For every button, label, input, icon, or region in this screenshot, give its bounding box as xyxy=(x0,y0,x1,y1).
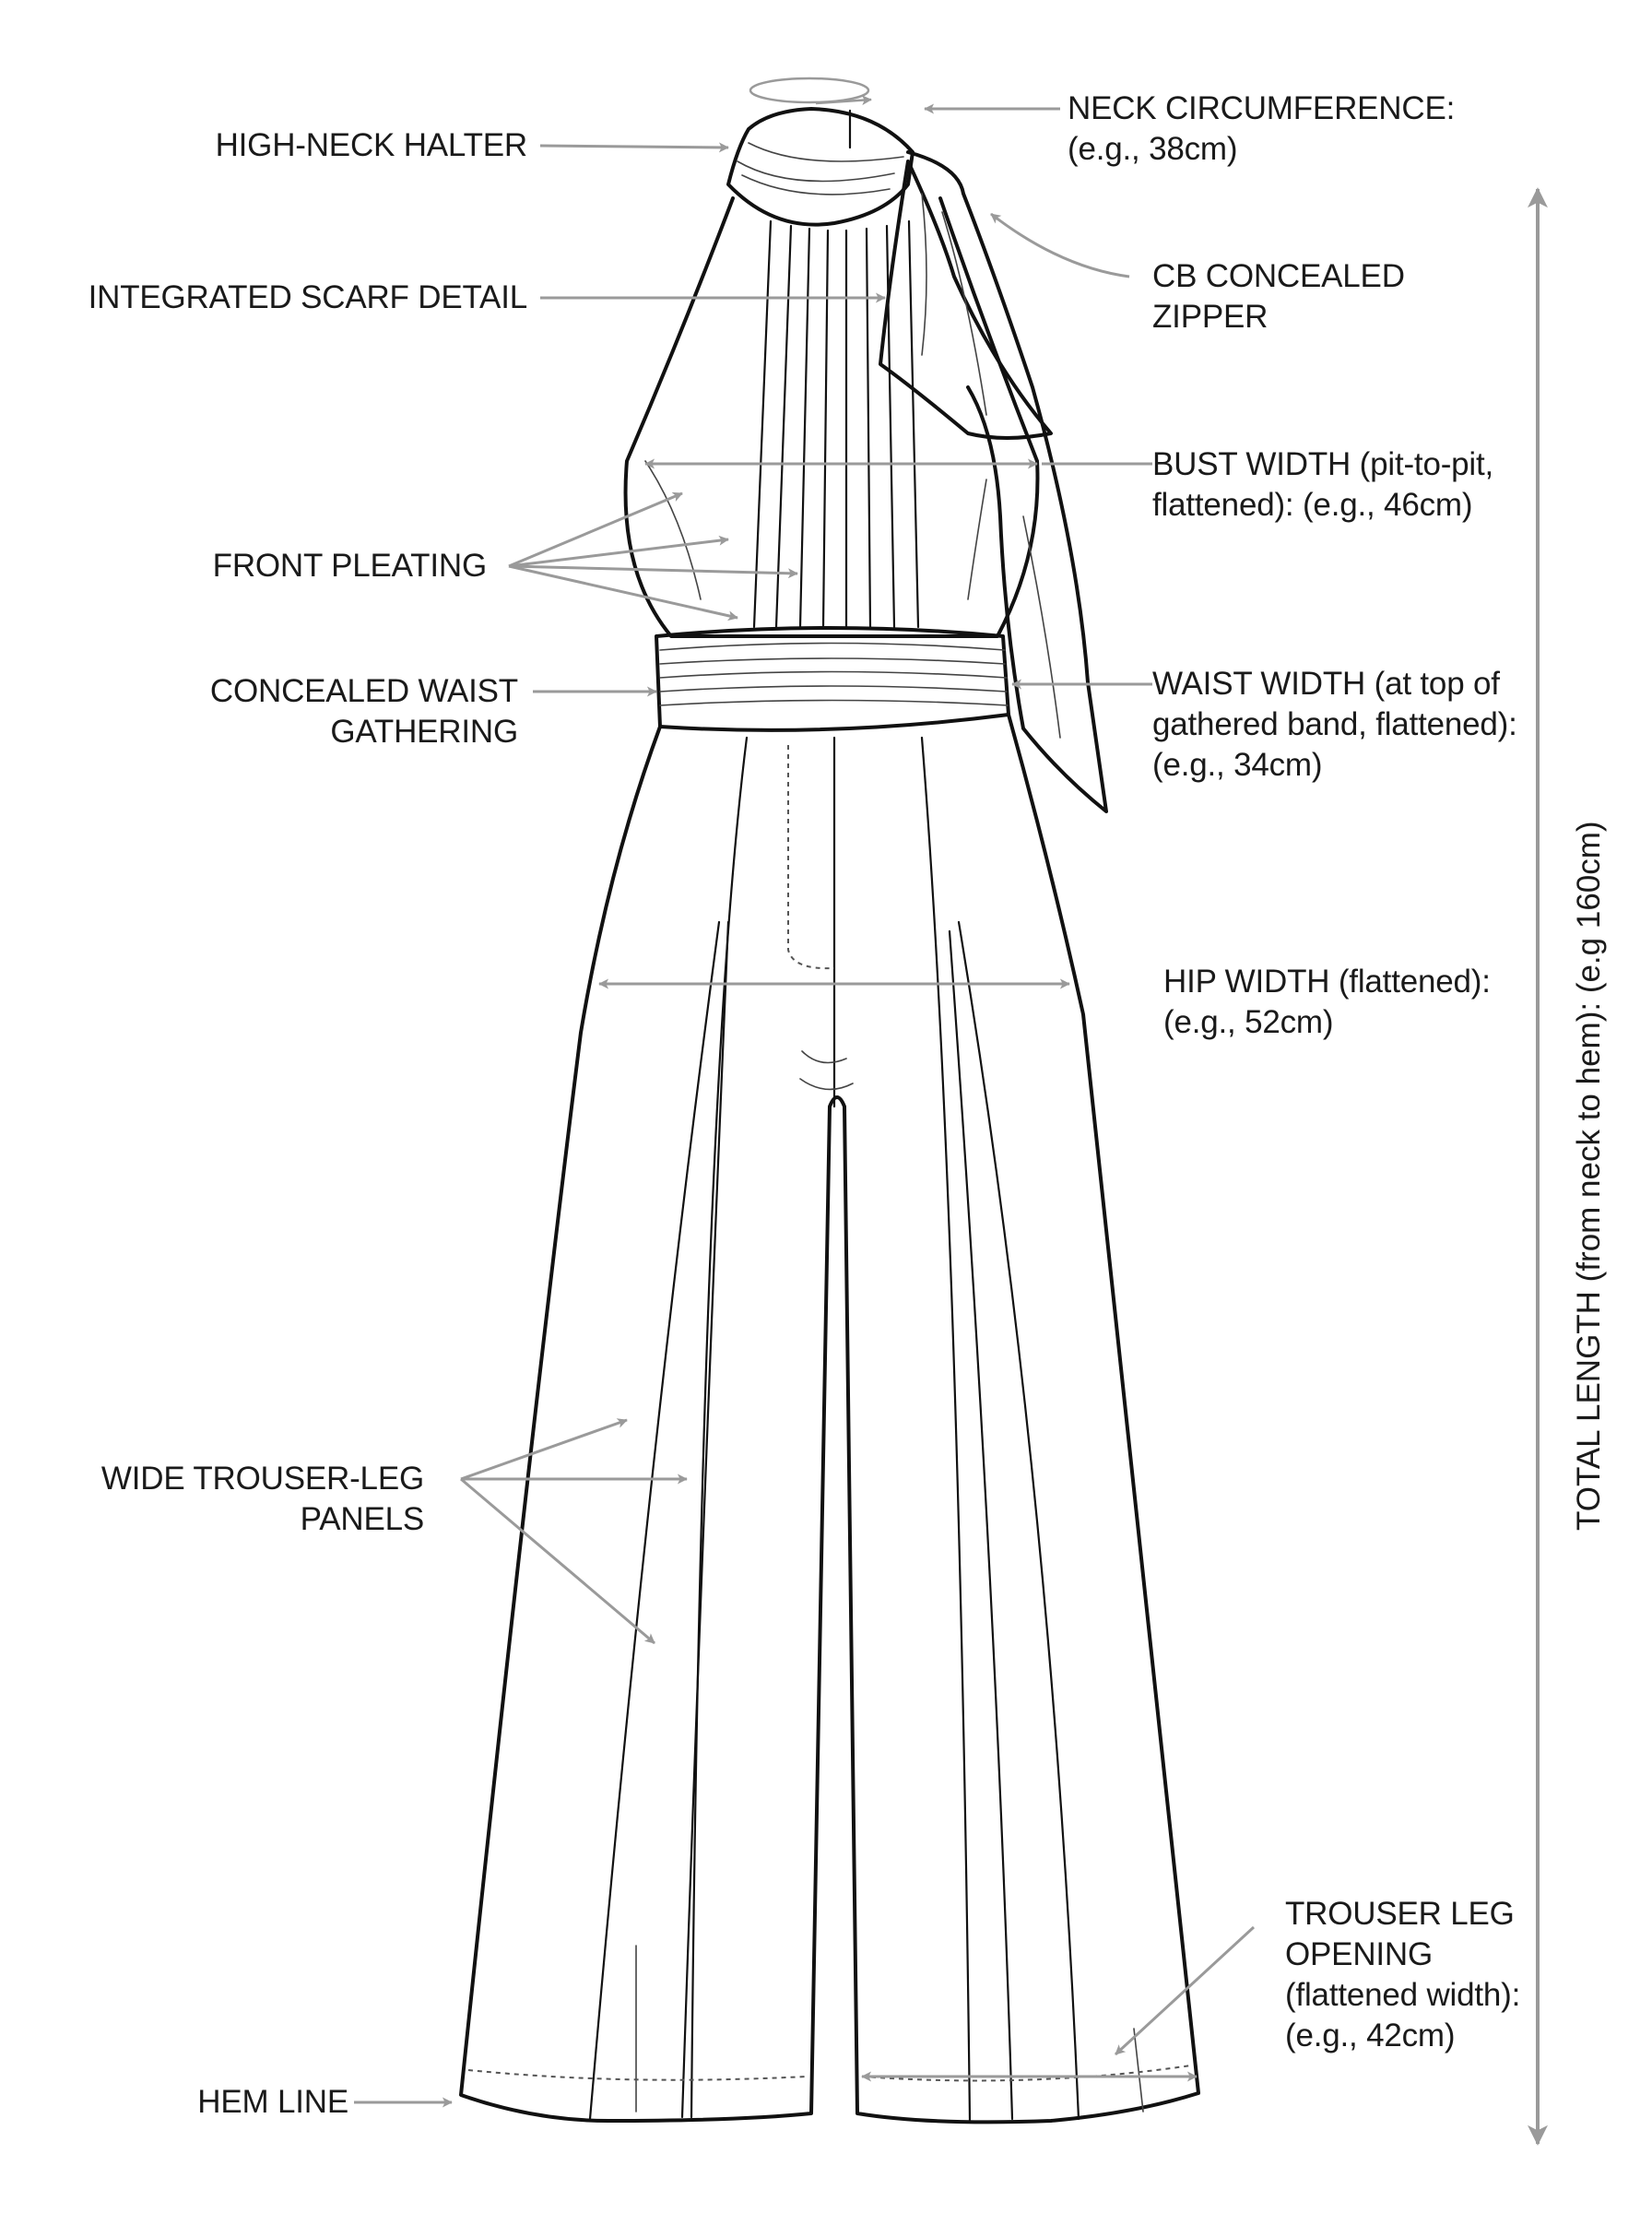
label-waist-width: WAIST WIDTH (at top of gathered band, fl… xyxy=(1152,666,1517,783)
scarf-tail-long xyxy=(906,150,1108,813)
label-wide-trouser-leg-panels: WIDE TROUSER-LEG PANELS xyxy=(100,1461,424,1537)
trousers-outline xyxy=(459,713,1200,2124)
label-integrated-scarf-detail: INTEGRATED SCARF DETAIL xyxy=(88,279,528,315)
label-concealed-waist-gathering: CONCEALED WAIST GATHERING xyxy=(209,673,518,750)
label-high-neck-halter: HIGH-NECK HALTER xyxy=(215,127,528,163)
high-neck-collar xyxy=(726,107,914,227)
label-total-length: TOTAL LENGTH (from neck to hem): (e.g 16… xyxy=(1571,821,1607,1531)
annotation-leaders xyxy=(354,103,1548,2146)
label-bust-width: BUST WIDTH (pit-to-pit, flattened): (e.g… xyxy=(1152,446,1494,523)
label-cb-concealed-zipper: CB CONCEALED ZIPPER xyxy=(1152,258,1405,335)
label-trouser-leg-opening: TROUSER LEG OPENING (flattened width): (… xyxy=(1285,1896,1521,2053)
label-neck-circumference: NECK CIRCUMFERENCE: (e.g., 38cm) xyxy=(1068,90,1456,167)
scarf-tail-short xyxy=(879,160,1053,440)
jumpsuit-garment xyxy=(459,77,1200,2124)
label-hip-width: HIP WIDTH (flattened): (e.g., 52cm) xyxy=(1163,964,1491,1040)
label-front-pleating: FRONT PLEATING xyxy=(212,548,488,584)
neck-circumference-ring xyxy=(749,77,870,104)
label-hem-line: HEM LINE xyxy=(197,2084,348,2120)
